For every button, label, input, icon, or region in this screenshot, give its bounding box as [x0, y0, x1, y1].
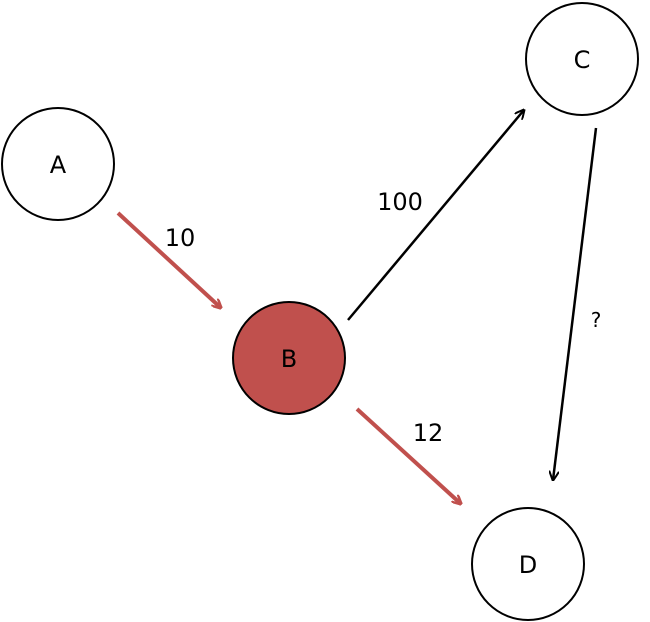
- node-d: D: [471, 507, 585, 621]
- edge-b-c: [347, 110, 524, 321]
- edge-label-c-d: ?: [591, 308, 602, 332]
- edge-a-b: [116, 211, 221, 308]
- edge-label-a-b: 10: [165, 224, 196, 252]
- node-b-label: B: [281, 345, 297, 373]
- node-a: A: [1, 107, 115, 221]
- node-b-circle: [232, 301, 346, 415]
- edge-c-d: [553, 127, 598, 480]
- node-d-label: D: [519, 551, 537, 579]
- node-a-label: A: [50, 151, 67, 179]
- node-a-circle: [1, 107, 115, 221]
- edge-label-b-c: 100: [377, 188, 423, 216]
- node-c-label: C: [574, 46, 591, 74]
- edge-label-b-d: 12: [413, 419, 444, 447]
- node-d-circle: [471, 507, 585, 621]
- node-c-circle: [525, 2, 639, 116]
- edge-b-d: [355, 407, 461, 504]
- node-b: B: [232, 301, 346, 415]
- node-c: C: [525, 2, 639, 116]
